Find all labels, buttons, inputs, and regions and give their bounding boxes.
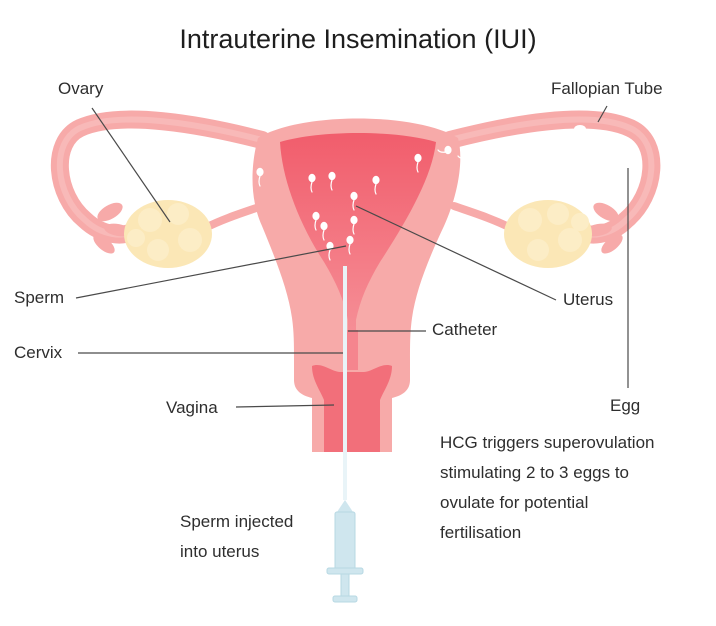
syringe	[326, 500, 364, 603]
leader-vagina	[235, 404, 335, 408]
note-line: fertilisation	[440, 523, 522, 542]
right-ovary	[504, 200, 592, 268]
note-line: Sperm injected	[180, 512, 294, 531]
sperm-cells	[184, 143, 472, 261]
leader-ovary	[91, 107, 171, 223]
note-hcg: HCG triggers superovulation stimulating …	[440, 428, 654, 548]
right-fallopian-tube-inner	[447, 116, 655, 238]
leader-fallopian-tube	[597, 105, 608, 123]
egg-mark	[621, 159, 631, 169]
left-ovarian-ligament	[201, 202, 266, 232]
note-sperm-injected: Sperm injected into uterus	[180, 507, 293, 567]
label-ovary: Ovary	[58, 79, 104, 98]
uterine-cavity	[280, 133, 436, 352]
note-line: ovulate for potential	[440, 493, 589, 512]
leader-uterus	[355, 205, 557, 301]
label-fallopian-tube: Fallopian Tube	[551, 79, 663, 98]
note-line: stimulating 2 to 3 eggs to	[440, 463, 630, 482]
left-fallopian-tube-inner	[57, 116, 265, 238]
label-egg: Egg	[610, 396, 641, 415]
page-title: Intrauterine Insemination (IUI)	[179, 24, 537, 54]
leader-sperm	[75, 245, 347, 299]
label-sperm: Sperm	[14, 288, 65, 307]
note-line: HCG triggers superovulation	[440, 433, 655, 452]
right-ovarian-ligament	[450, 202, 515, 232]
label-cervix: Cervix	[14, 343, 63, 362]
label-uterus: Uterus	[563, 290, 614, 309]
cervical-canal	[346, 330, 358, 370]
left-ovary	[124, 200, 212, 268]
vagina	[312, 365, 392, 452]
label-vagina: Vagina	[166, 398, 218, 417]
egg-mark	[574, 125, 586, 133]
note-line: into uterus	[180, 542, 260, 561]
label-catheter: Catheter	[432, 320, 498, 339]
